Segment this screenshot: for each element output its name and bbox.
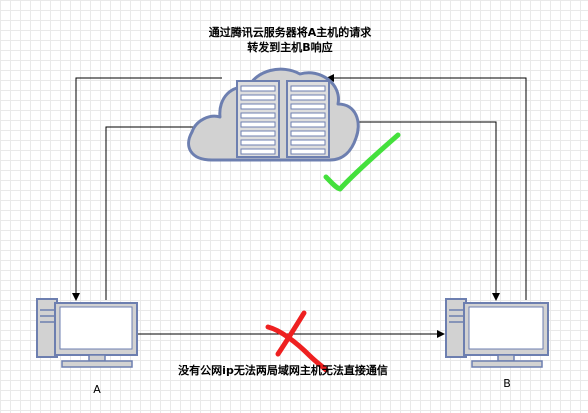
- cloud-server-icon: [187, 67, 360, 162]
- connector-cloud-to-b: [352, 121, 500, 301]
- connector-a-to-cloud: [105, 126, 193, 300]
- host-a-label: A: [93, 383, 101, 396]
- top-note-line2: 转发到主机B响应: [247, 40, 332, 54]
- computer-b-icon: [445, 298, 549, 368]
- cross-mark-icon: [265, 310, 329, 373]
- connector-cloud-to-a: [72, 77, 222, 301]
- computer-a-icon: [36, 298, 138, 368]
- top-note-line1: 通过腾讯云服务器将A主机的请求: [209, 25, 373, 39]
- server-rack-left: [236, 80, 280, 158]
- check-mark-icon: [323, 132, 401, 192]
- connector-b-to-cloud: [326, 74, 527, 300]
- bottom-note: 没有公网ip无法两局域网主机无法直接通信: [178, 363, 388, 377]
- server-rack-right: [286, 80, 330, 158]
- host-b-label: B: [503, 377, 511, 390]
